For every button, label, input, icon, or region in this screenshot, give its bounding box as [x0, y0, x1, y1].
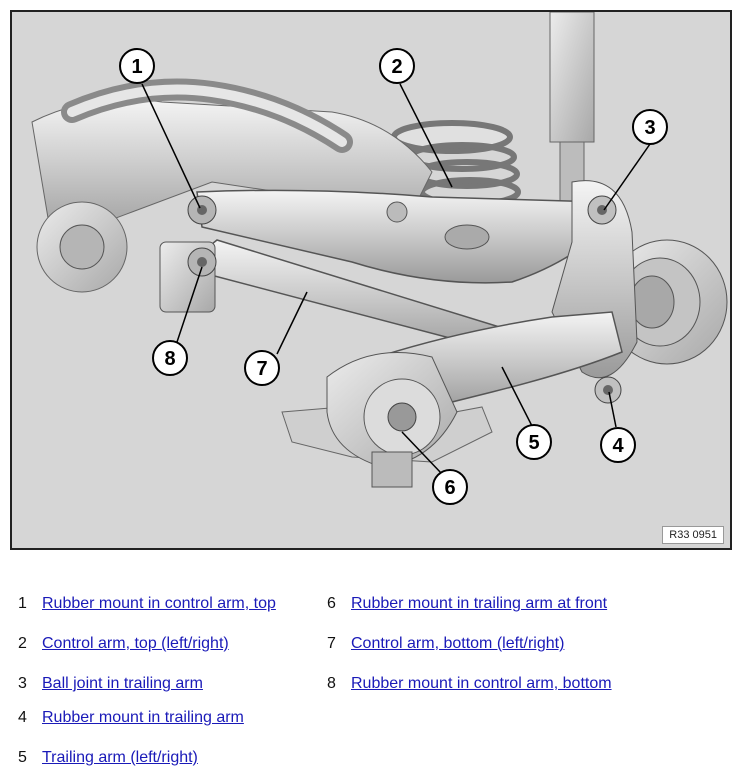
svg-text:2: 2	[391, 56, 402, 78]
callout-4: 4	[600, 427, 636, 463]
legend-link-upper-control-arm[interactable]: Control arm, top (left/right)	[42, 635, 229, 652]
svg-text:8: 8	[164, 348, 175, 370]
callout-2: 2	[379, 48, 415, 84]
callout-3: 3	[632, 109, 668, 145]
legend-number: 7	[327, 635, 336, 652]
legend-link-rear-rubber-mount[interactable]: Rubber mount in trailing arm	[42, 709, 244, 726]
svg-text:4: 4	[612, 435, 624, 457]
callout-8: 8	[152, 340, 188, 376]
svg-text:7: 7	[256, 358, 267, 380]
suspension-illustration: 1 2 3 4 5 6 7 8	[31, 12, 728, 505]
legend-number: 3	[18, 675, 27, 692]
rear-rubber-mount	[594, 376, 622, 404]
leader-lines	[141, 83, 651, 475]
lower-rubber-mount	[159, 241, 217, 313]
figure-reference: R33 0951	[662, 526, 724, 544]
svg-text:6: 6	[444, 477, 455, 499]
svg-text:1: 1	[131, 56, 142, 78]
legend-link-ball-joint[interactable]: Ball joint in trailing arm	[42, 675, 203, 692]
trailing-arm-front-mount	[326, 352, 458, 488]
legend-number: 4	[18, 709, 27, 726]
legend-number: 6	[327, 595, 336, 612]
callout-1: 1	[119, 48, 155, 84]
legend-link-lower-rubber-mount[interactable]: Rubber mount in control arm, bottom	[351, 675, 612, 692]
legend-link-front-rubber-mount[interactable]: Rubber mount in trailing arm at front	[351, 595, 608, 612]
svg-text:3: 3	[644, 117, 655, 139]
callout-5: 5	[516, 424, 552, 460]
suspension-diagram: 1 2 3 4 5 6 7 8 R33 0951	[10, 10, 732, 550]
legend-link-upper-rubber-mount[interactable]: Rubber mount in control arm, top	[42, 595, 276, 612]
legend-link-lower-control-arm[interactable]: Control arm, bottom (left/right)	[351, 635, 565, 652]
callout-6: 6	[432, 469, 468, 505]
legend-number: 8	[327, 675, 336, 692]
legend-number: 5	[18, 749, 27, 766]
svg-text:5: 5	[528, 432, 539, 454]
legend-link-trailing-arm[interactable]: Trailing arm (left/right)	[42, 749, 198, 766]
callout-7: 7	[244, 350, 280, 386]
shock-absorber	[549, 12, 595, 143]
legend-number: 2	[18, 635, 27, 652]
legend-number: 1	[18, 595, 27, 612]
